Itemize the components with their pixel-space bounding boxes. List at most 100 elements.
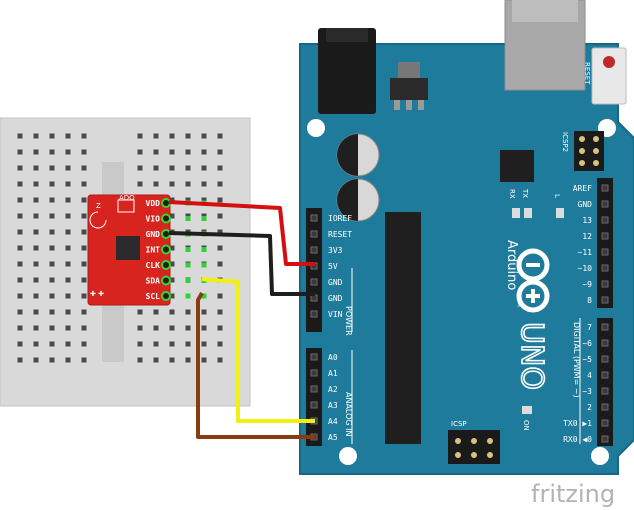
breadboard-hole — [49, 229, 55, 235]
breadboard-hole — [81, 341, 87, 347]
breadboard-hole — [17, 149, 23, 155]
breadboard-hole — [81, 309, 87, 315]
header-pin[interactable] — [601, 216, 609, 224]
header-pin[interactable] — [601, 264, 609, 272]
header-pin[interactable] — [601, 248, 609, 256]
breadboard-hole — [201, 181, 207, 187]
sensor-pin[interactable] — [161, 198, 171, 208]
pin-label: A0 — [328, 353, 338, 362]
header-pin[interactable] — [310, 246, 318, 254]
connected-hole-marker — [185, 216, 191, 221]
breadboard — [0, 117, 251, 407]
breadboard-hole — [185, 341, 191, 347]
header-pin[interactable] — [601, 387, 609, 395]
breadboard-hole — [201, 341, 207, 347]
breadboard-hole — [217, 309, 223, 315]
header-pin[interactable] — [310, 310, 318, 318]
trademark: ™ — [513, 302, 520, 308]
breadboard-hole — [201, 133, 207, 139]
header-pin[interactable] — [601, 371, 609, 379]
breadboard-hole — [169, 133, 175, 139]
breadboard-hole — [169, 181, 175, 187]
pin-label: 2 — [587, 403, 592, 412]
icsp-label: ICSP — [451, 420, 467, 428]
breadboard-hole — [49, 293, 55, 299]
header-pin[interactable] — [601, 280, 609, 288]
pin-label: 12 — [582, 232, 592, 241]
pin-label: A1 — [328, 369, 338, 378]
sensor-pin[interactable] — [161, 291, 171, 301]
breadboard-hole — [33, 133, 39, 139]
breadboard-hole — [17, 261, 23, 267]
sensor-pin[interactable] — [161, 244, 171, 255]
breadboard-hole — [17, 341, 23, 347]
breadboard-hole — [65, 293, 71, 299]
wire-brown — [196, 292, 315, 439]
header-pin[interactable] — [601, 296, 609, 304]
breadboard-hole — [65, 357, 71, 363]
sensor-pin[interactable] — [161, 213, 171, 224]
breadboard-hole — [17, 293, 23, 299]
breadboard-hole — [81, 229, 87, 235]
header-pin[interactable] — [601, 323, 609, 331]
breadboard-hole — [33, 149, 39, 155]
breadboard-hole — [17, 229, 23, 235]
sensor-pin-label: GND — [146, 230, 161, 239]
header-pin[interactable] — [601, 403, 609, 411]
sensor-pin-label: CLK — [146, 261, 161, 270]
sensor-pin[interactable] — [161, 260, 171, 270]
breadboard-hole — [137, 133, 143, 139]
pin-label: A3 — [328, 401, 338, 410]
dc-power-jack — [318, 28, 376, 114]
breadboard-hole — [49, 325, 55, 331]
header-pin[interactable] — [310, 385, 318, 393]
header-pin[interactable] — [601, 232, 609, 240]
header-pin[interactable] — [310, 401, 318, 409]
pin-label: GND — [328, 294, 343, 303]
breadboard-hole — [201, 309, 207, 315]
breadboard-hole — [153, 133, 159, 139]
breadboard-hole — [65, 197, 71, 203]
sensor-pin-label: SDA — [146, 277, 161, 286]
header-pin[interactable] — [601, 435, 609, 443]
header-pin[interactable] — [601, 355, 609, 363]
breadboard-hole — [17, 357, 23, 363]
pin-label: 7 — [587, 323, 592, 332]
header-pin[interactable] — [601, 339, 609, 347]
breadboard-hole — [217, 197, 223, 203]
pin-label: A5 — [328, 433, 338, 442]
reset-button[interactable] — [591, 47, 627, 105]
header-pin[interactable] — [601, 184, 609, 192]
breadboard-hole — [65, 309, 71, 315]
breadboard-hole — [201, 197, 207, 203]
connected-hole-marker — [201, 216, 207, 221]
sensor-pin[interactable] — [161, 229, 171, 239]
breadboard-hole — [17, 325, 23, 331]
breadboard-hole — [49, 165, 55, 171]
header-pin[interactable] — [601, 419, 609, 427]
breadboard-hole — [185, 133, 191, 139]
breadboard-hole — [49, 197, 55, 203]
breadboard-hole — [169, 277, 175, 283]
fritzing-watermark: fritzing — [531, 480, 615, 508]
breadboard-hole — [65, 165, 71, 171]
reset-label: RESET — [583, 62, 591, 85]
header-pin[interactable] — [310, 369, 318, 377]
connected-hole-marker — [185, 293, 191, 299]
axis-z-label: Z — [96, 202, 101, 210]
l-label: L — [553, 194, 561, 198]
analog-group-label: ANALOG IN — [344, 392, 353, 437]
breadboard-hole — [81, 325, 87, 331]
breadboard-hole — [217, 245, 223, 251]
sensor-pin-label: VDD — [146, 199, 161, 208]
tx-label: TX — [521, 188, 529, 198]
sensor-pin[interactable] — [161, 275, 171, 286]
header-pin[interactable] — [310, 353, 318, 361]
header-pin[interactable] — [601, 200, 609, 208]
header-pin[interactable] — [310, 214, 318, 222]
header-pin[interactable] — [310, 278, 318, 286]
breadboard-hole — [217, 165, 223, 171]
header-pin[interactable] — [310, 230, 318, 238]
